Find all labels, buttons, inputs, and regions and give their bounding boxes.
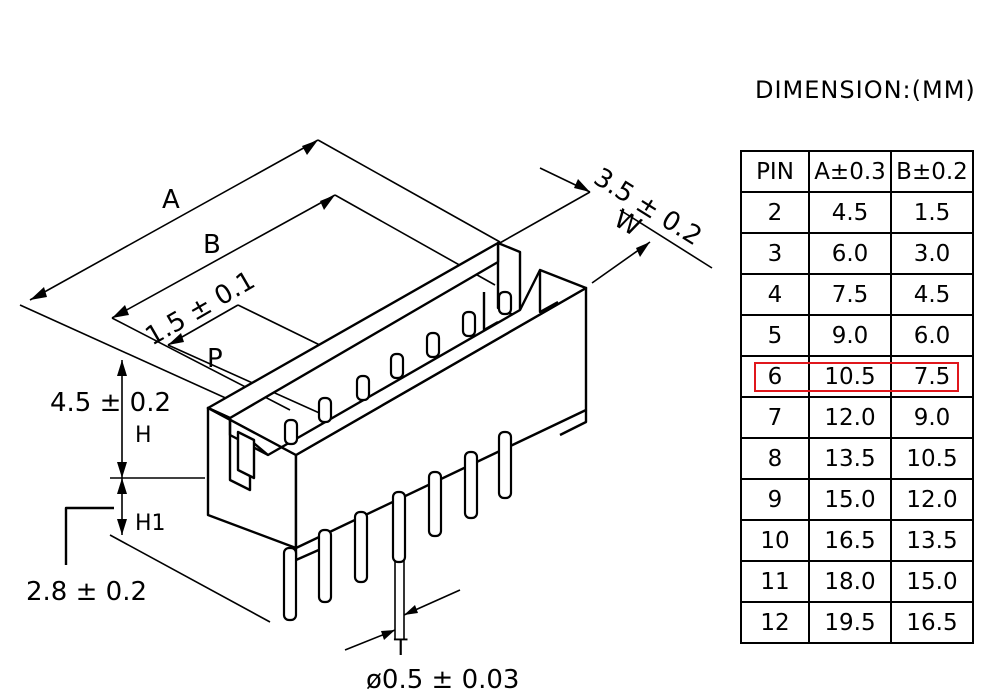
dim-t-label: T [393, 636, 408, 661]
cell-pin: 7 [740, 396, 810, 439]
dimension-table-title: DIMENSION:(MM) [755, 76, 976, 104]
dimension-pin-diameter: T ø0.5 ± 0.03 [344, 548, 519, 695]
cell-b: 16.5 [890, 601, 974, 644]
dim-h-label: H [135, 423, 152, 448]
cell-pin: 11 [740, 560, 810, 603]
pin-top-5 [425, 331, 441, 359]
cell-a: 13.5 [808, 437, 892, 480]
header-b: B±0.2 [890, 150, 974, 193]
cell-pin: 4 [740, 273, 810, 316]
pin-top-2 [317, 396, 333, 424]
pin-bottom-7 [497, 430, 513, 500]
cell-b: 13.5 [890, 519, 974, 562]
pin-bottom-4 [391, 490, 407, 564]
cell-a: 12.0 [808, 396, 892, 439]
dim-p-label: P [207, 344, 223, 374]
dim-h1-label: H1 [135, 511, 166, 536]
cell-b: 4.5 [890, 273, 974, 316]
cell-pin: 9 [740, 478, 810, 521]
cell-a: 4.5 [808, 191, 892, 234]
dimension-a: A [19, 139, 501, 401]
cell-b: 9.0 [890, 396, 974, 439]
pins-bottom [282, 430, 513, 622]
cell-pin: 12 [740, 601, 810, 644]
cell-b: 12.0 [890, 478, 974, 521]
pin-bottom-6 [463, 450, 479, 520]
cell-a: 7.5 [808, 273, 892, 316]
dim-pitch-text: 1.5 ± 0.1 [141, 266, 261, 352]
pin-top-4 [389, 352, 405, 380]
pin-bottom-2 [317, 528, 333, 604]
cell-pin: 3 [740, 232, 810, 275]
pin-top-6 [461, 310, 477, 338]
dim-pin-dia-text: ø0.5 ± 0.03 [366, 665, 519, 695]
cell-b: 1.5 [890, 191, 974, 234]
cell-b: 6.0 [890, 314, 974, 357]
cell-pin: 2 [740, 191, 810, 234]
pin-top-7 [497, 290, 513, 316]
pin-bottom-3 [353, 510, 369, 584]
connector-housing [206, 241, 588, 562]
cell-pin: 10 [740, 519, 810, 562]
pin-bottom-5 [427, 470, 443, 538]
cell-pin: 8 [740, 437, 810, 480]
dimension-height: 4.5 ± 0.2 H H1 2.8 ± 0.2 [26, 360, 271, 623]
table-header-row: PIN A±0.3 B±0.2 [740, 150, 974, 193]
cell-a: 9.0 [808, 314, 892, 357]
pins-top [283, 290, 513, 446]
cell-b: 10.5 [890, 437, 974, 480]
pin-bottom-1 [282, 546, 298, 622]
cell-b: 15.0 [890, 560, 974, 603]
cell-a: 18.0 [808, 560, 892, 603]
dim-height-text: 4.5 ± 0.2 [50, 388, 171, 418]
header-a: A±0.3 [808, 150, 892, 193]
row-highlight-box [754, 362, 959, 392]
cell-a: 16.5 [808, 519, 892, 562]
cell-b: 3.0 [890, 232, 974, 275]
dim-a-label: A [162, 185, 180, 215]
dim-width-text: 3.5 ± 0.2 [588, 162, 707, 252]
cell-a: 19.5 [808, 601, 892, 644]
dim-pin-tail-text: 2.8 ± 0.2 [26, 577, 147, 607]
pin-top-1 [283, 418, 299, 446]
cell-a: 6.0 [808, 232, 892, 275]
cell-a: 15.0 [808, 478, 892, 521]
pin-top-3 [355, 374, 371, 402]
cell-pin: 5 [740, 314, 810, 357]
dim-b-label: B [203, 230, 221, 260]
header-pin: PIN [740, 150, 810, 193]
dimension-w: 3.5 ± 0.2 W [497, 162, 713, 284]
